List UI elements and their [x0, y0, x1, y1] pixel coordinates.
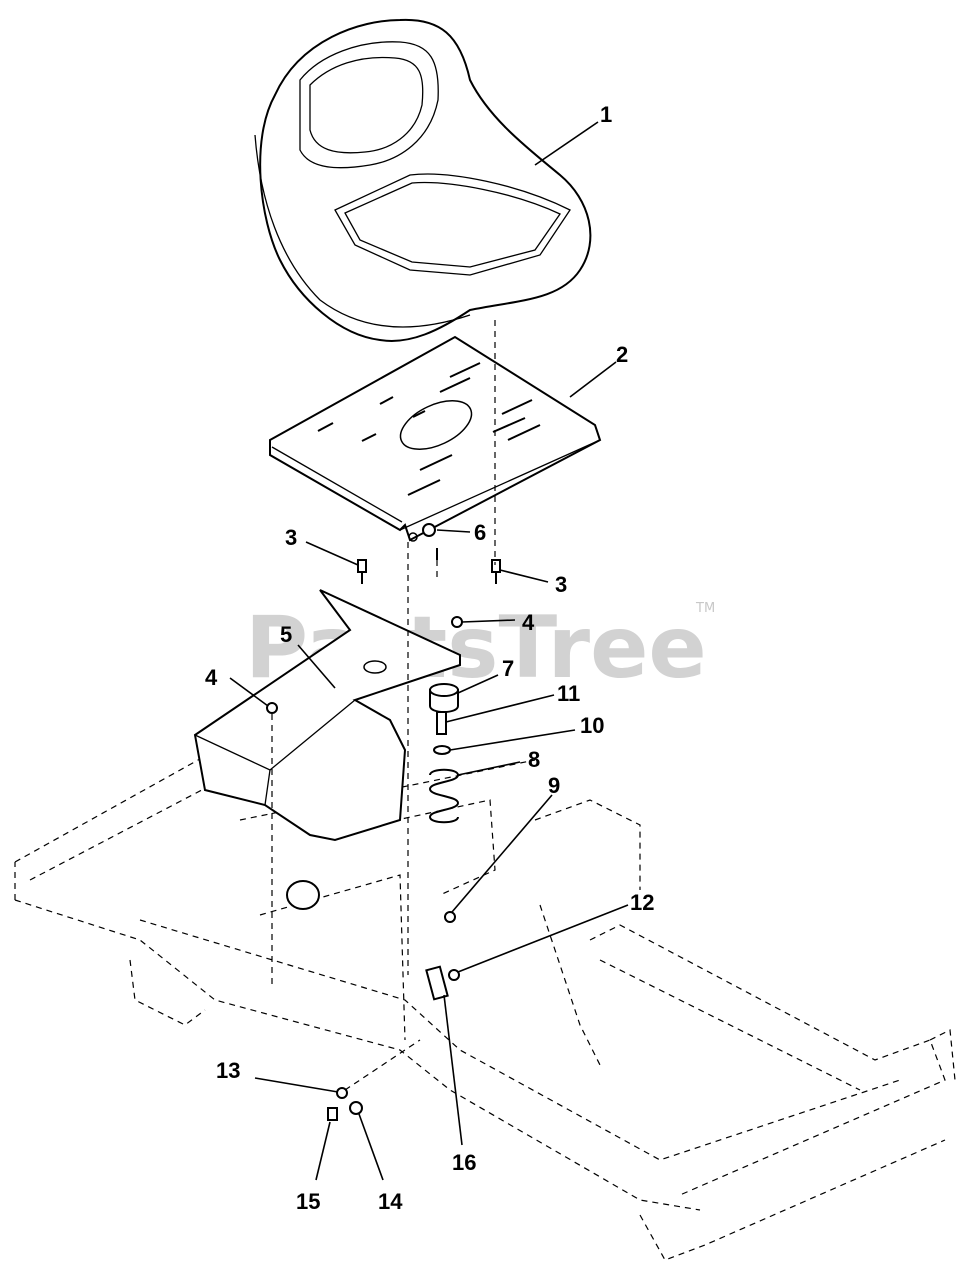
nut-6[interactable]	[422, 523, 438, 560]
callout-13[interactable]: 13	[216, 1058, 240, 1083]
callout-15[interactable]: 15	[296, 1189, 320, 1214]
callout-7[interactable]: 7	[502, 656, 514, 681]
callout-2[interactable]: 2	[616, 342, 628, 367]
nut-4-right[interactable]	[451, 616, 463, 628]
callout-12[interactable]: 12	[630, 890, 654, 915]
callout-4-left[interactable]: 4	[205, 665, 218, 690]
callout-4-right[interactable]: 4	[522, 610, 535, 635]
callout-3-right[interactable]: 3	[555, 572, 567, 597]
mounting-plate[interactable]	[193, 589, 461, 842]
pivot-9[interactable]	[444, 911, 456, 923]
leader-lines	[229, 121, 629, 1181]
lower-spring	[286, 880, 320, 910]
callout-16[interactable]: 16	[452, 1150, 476, 1175]
mower-frame	[14, 744, 956, 1261]
spring-assembly[interactable]	[428, 683, 460, 824]
alignment-lines	[271, 320, 496, 1091]
callout-9[interactable]: 9	[548, 773, 560, 798]
callout-5[interactable]: 5	[280, 622, 292, 647]
hardware	[266, 523, 501, 1121]
callouts: 1 2 3 3 4 4 5 6 7 8 9 10 11 12 13 14 15 …	[205, 102, 654, 1214]
callout-11[interactable]: 11	[557, 681, 580, 706]
nut-4-left[interactable]	[266, 702, 278, 714]
callout-8[interactable]: 8	[528, 747, 540, 772]
bolt-3-left[interactable]	[357, 559, 367, 584]
seat-pan[interactable]	[269, 335, 602, 542]
bolt-15[interactable]	[327, 1107, 338, 1121]
bolt-13[interactable]	[336, 1087, 348, 1099]
watermark-trademark: TM	[695, 601, 715, 616]
callout-14[interactable]: 14	[378, 1189, 403, 1214]
washer-14[interactable]	[349, 1101, 363, 1115]
bolt-3-right[interactable]	[491, 559, 501, 584]
callout-10[interactable]: 10	[580, 713, 604, 738]
callout-3-left[interactable]: 3	[285, 525, 297, 550]
callout-6[interactable]: 6	[474, 520, 486, 545]
bolt-12[interactable]	[448, 969, 460, 981]
seat[interactable]	[254, 18, 592, 342]
bracket-16[interactable]	[425, 965, 449, 1001]
callout-1[interactable]: 1	[600, 102, 612, 127]
